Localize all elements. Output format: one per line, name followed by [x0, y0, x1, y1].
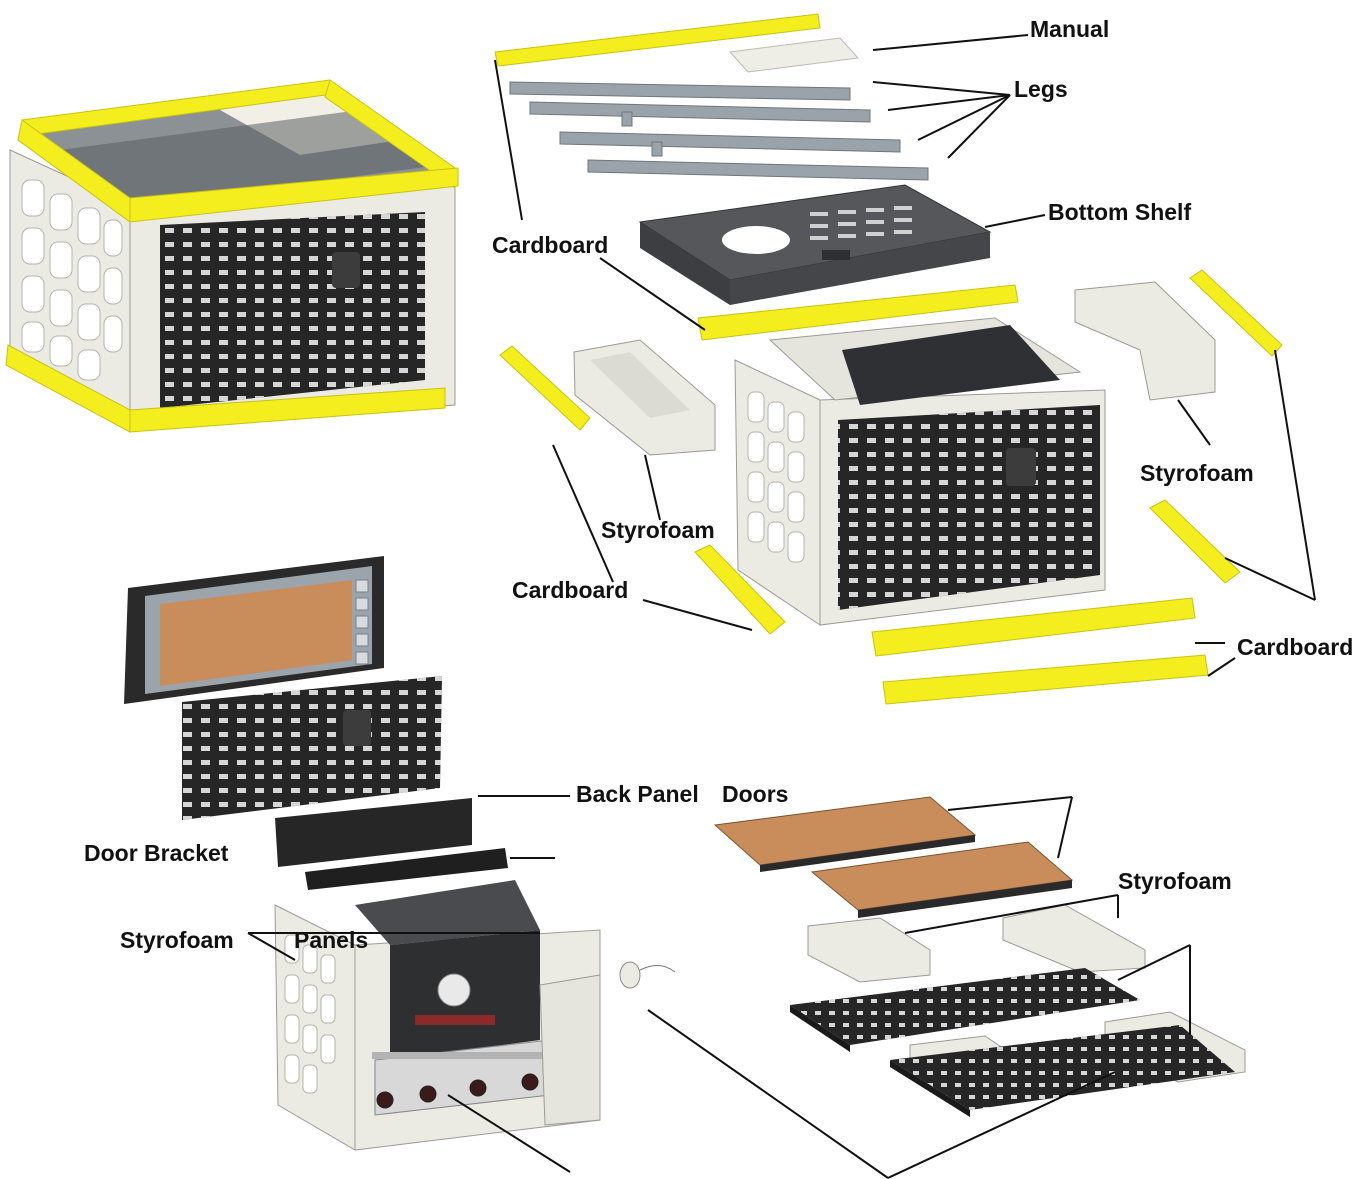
door-bracket-part: [275, 798, 508, 890]
manual-sheet: [728, 37, 860, 73]
panels-parts: [790, 968, 1235, 1117]
oven-in-styrofoam: [274, 880, 601, 1151]
label-cardboard-right: Cardboard: [1237, 634, 1354, 660]
label-styrofoam-lower-right: Styrofoam: [1118, 868, 1232, 894]
back-panel-part: [182, 676, 442, 820]
center-package-body: [734, 317, 1106, 626]
small-knob-part: [619, 961, 676, 989]
assembled-package: [5, 79, 459, 433]
label-doors: Doors: [722, 781, 789, 807]
legs-bars: [509, 81, 929, 181]
label-cardboard-top: Cardboard: [492, 232, 609, 258]
shelf-cardboard-strip: [697, 284, 1019, 341]
label-styrofoam-center: Styrofoam: [601, 517, 715, 543]
label-styrofoam-lower-left: Styrofoam: [120, 927, 234, 953]
label-styrofoam-right: Styrofoam: [1140, 460, 1254, 486]
door-assembly: [124, 556, 384, 704]
doors-parts: [713, 796, 1074, 918]
leader-lines: [247, 34, 1316, 1179]
bottom-shelf-part: [638, 184, 992, 305]
label-bottom-shelf: Bottom Shelf: [1048, 199, 1192, 225]
label-panels: Panels: [294, 927, 369, 953]
label-legs: Legs: [1014, 76, 1068, 102]
label-door-bracket: Door Bracket: [84, 840, 229, 866]
side-cardboard-strips: [499, 269, 1283, 705]
top-cardboard-strip: [494, 13, 821, 67]
styrofoam-block-right: [1074, 281, 1216, 401]
label-manual: Manual: [1030, 16, 1110, 42]
label-back-panel: Back Panel: [576, 781, 699, 807]
label-cardboard-middle: Cardboard: [512, 577, 629, 603]
styrofoam-block-left: [573, 339, 716, 456]
